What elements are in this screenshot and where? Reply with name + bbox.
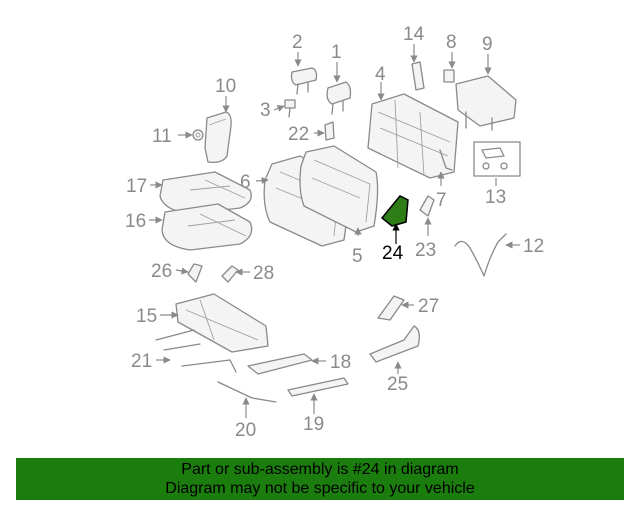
part-14-bracket — [411, 61, 425, 91]
callout-1: 1 — [331, 42, 342, 63]
callout-15: 15 — [136, 306, 157, 327]
callout-26: 26 — [151, 261, 172, 282]
part-20-rail — [217, 381, 277, 403]
part-16-cushion — [161, 203, 253, 251]
part-10-armrest — [204, 111, 232, 164]
callout-22: 22 — [288, 124, 309, 145]
callout-6: 6 — [240, 172, 251, 193]
callout-14: 14 — [403, 24, 425, 45]
part-17-cushion — [159, 171, 252, 215]
part-26-cover — [187, 263, 203, 283]
callout-2: 2 — [292, 32, 303, 53]
callout-25: 25 — [387, 374, 408, 395]
info-banner: Part or sub-assembly is #24 in diagram D… — [16, 458, 624, 500]
callout-19: 19 — [303, 414, 324, 435]
callout-labels: 1 2 3 4 5 6 7 8 9 10 11 12 13 14 15 16 1… — [125, 24, 544, 441]
callout-10: 10 — [215, 76, 236, 97]
callout-12: 12 — [523, 236, 544, 257]
part-1-headrest — [326, 81, 352, 115]
callout-9: 9 — [482, 34, 493, 55]
part-18-rail — [247, 353, 313, 375]
callout-11: 11 — [152, 126, 172, 147]
callout-4: 4 — [375, 64, 386, 85]
part-13-kit — [473, 141, 521, 177]
part-15-frame — [175, 293, 269, 353]
callout-18: 18 — [330, 352, 351, 373]
callout-3: 3 — [260, 100, 271, 121]
part-27-cover — [377, 295, 405, 321]
part-22-guide — [324, 121, 335, 141]
part-11-knob — [192, 129, 204, 141]
part-3-guide — [284, 99, 296, 118]
callout-8: 8 — [446, 32, 457, 53]
part-24-highlighted — [380, 195, 409, 227]
callout-23: 23 — [415, 240, 436, 261]
part-19-rail — [287, 377, 349, 397]
part-8-latch — [443, 69, 455, 83]
part-28-cover — [221, 265, 239, 283]
callout-16: 16 — [125, 211, 146, 232]
leader-lines — [149, 44, 520, 418]
part-9-hinge — [455, 75, 517, 131]
part-25-cover — [369, 325, 420, 363]
callout-7: 7 — [436, 190, 447, 211]
banner-line-2: Diagram may not be specific to your vehi… — [165, 480, 475, 497]
callout-13: 13 — [485, 187, 506, 208]
part-2-headrest — [290, 67, 318, 95]
part-4-frame — [367, 93, 459, 179]
part-7-bracket — [439, 149, 453, 171]
part-5-seatback — [299, 145, 379, 233]
banner-line-1: Part or sub-assembly is #24 in diagram — [181, 461, 459, 478]
callout-24-highlighted: 24 — [382, 243, 404, 264]
part-23-cover — [419, 195, 435, 217]
callout-28: 28 — [253, 263, 274, 284]
part-21-track — [155, 329, 237, 373]
callout-17: 17 — [126, 176, 147, 197]
part-12-wire — [454, 233, 507, 277]
callout-21: 21 — [131, 351, 152, 372]
callout-20: 20 — [235, 420, 256, 441]
callout-27: 27 — [418, 296, 439, 317]
callout-5: 5 — [352, 246, 363, 267]
